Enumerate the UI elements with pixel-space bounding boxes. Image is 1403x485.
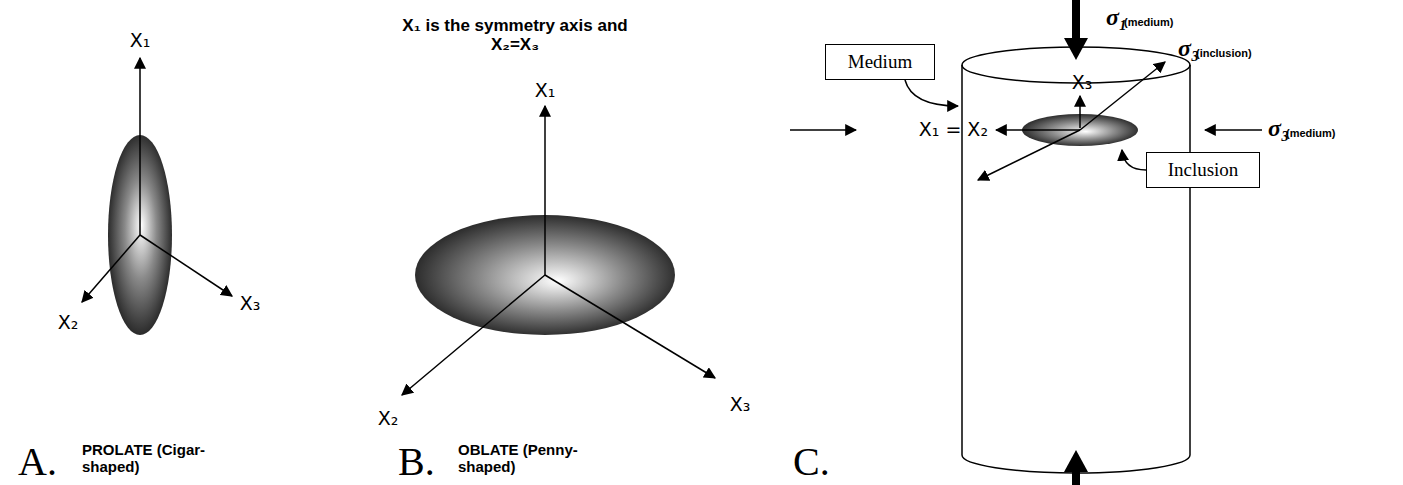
axis-label: X₂ xyxy=(58,312,79,333)
axis-label: X₁ xyxy=(535,80,556,101)
leader-line xyxy=(1122,150,1146,170)
axis-arrow xyxy=(996,129,1080,131)
axis-arrow xyxy=(1079,96,1081,128)
axis-label: X₃ xyxy=(1072,72,1093,93)
stress-arrow xyxy=(790,129,856,131)
panel-letter: B. xyxy=(398,440,435,484)
stress-arrow xyxy=(1080,62,1165,130)
stress-subscript: (inclusion) xyxy=(1196,47,1252,59)
load-arrowhead xyxy=(1064,38,1088,60)
axis-arrow xyxy=(139,58,141,235)
axis-arrow xyxy=(82,235,140,302)
axis-label: X₂ xyxy=(378,408,399,429)
cylinder-wall xyxy=(1189,65,1191,455)
stress-subscript: (medium) xyxy=(1286,127,1336,139)
box-label: Inclusion xyxy=(1159,159,1247,181)
cylinder-figure xyxy=(790,0,1262,485)
axis-label: X₃ xyxy=(240,293,261,314)
panel-caption: PROLATE (Cigar-shaped) xyxy=(82,442,212,475)
stress-arrow xyxy=(1205,129,1262,131)
axis-arrow xyxy=(402,275,545,395)
axis-label: X₃ xyxy=(730,394,751,415)
stress-arrow xyxy=(978,130,1080,180)
box-label: Medium xyxy=(838,51,922,73)
axis-arrow xyxy=(545,275,715,378)
load-arrowhead xyxy=(1064,450,1088,472)
axis-label: X₁ xyxy=(130,30,151,51)
oblate-figure xyxy=(402,106,715,395)
panel-letter: C. xyxy=(793,440,830,484)
prolate-figure xyxy=(82,58,232,335)
panel-note: X₁ is the symmetry axis and X₂=X₃ xyxy=(395,17,635,54)
leader-line xyxy=(905,80,958,106)
axis-label: X₁ = X₂ xyxy=(919,119,988,140)
label-box: Medium xyxy=(825,44,935,80)
label-box: Inclusion xyxy=(1146,152,1260,188)
panel-caption: OBLATE (Penny-shaped) xyxy=(458,442,588,475)
axis-arrow xyxy=(544,106,546,275)
panel-letter: A. xyxy=(18,440,57,484)
load-arrow xyxy=(1072,0,1080,40)
axis-arrow xyxy=(140,235,232,296)
load-arrow xyxy=(1072,470,1080,485)
stress-subscript: (medium) xyxy=(1124,16,1174,28)
